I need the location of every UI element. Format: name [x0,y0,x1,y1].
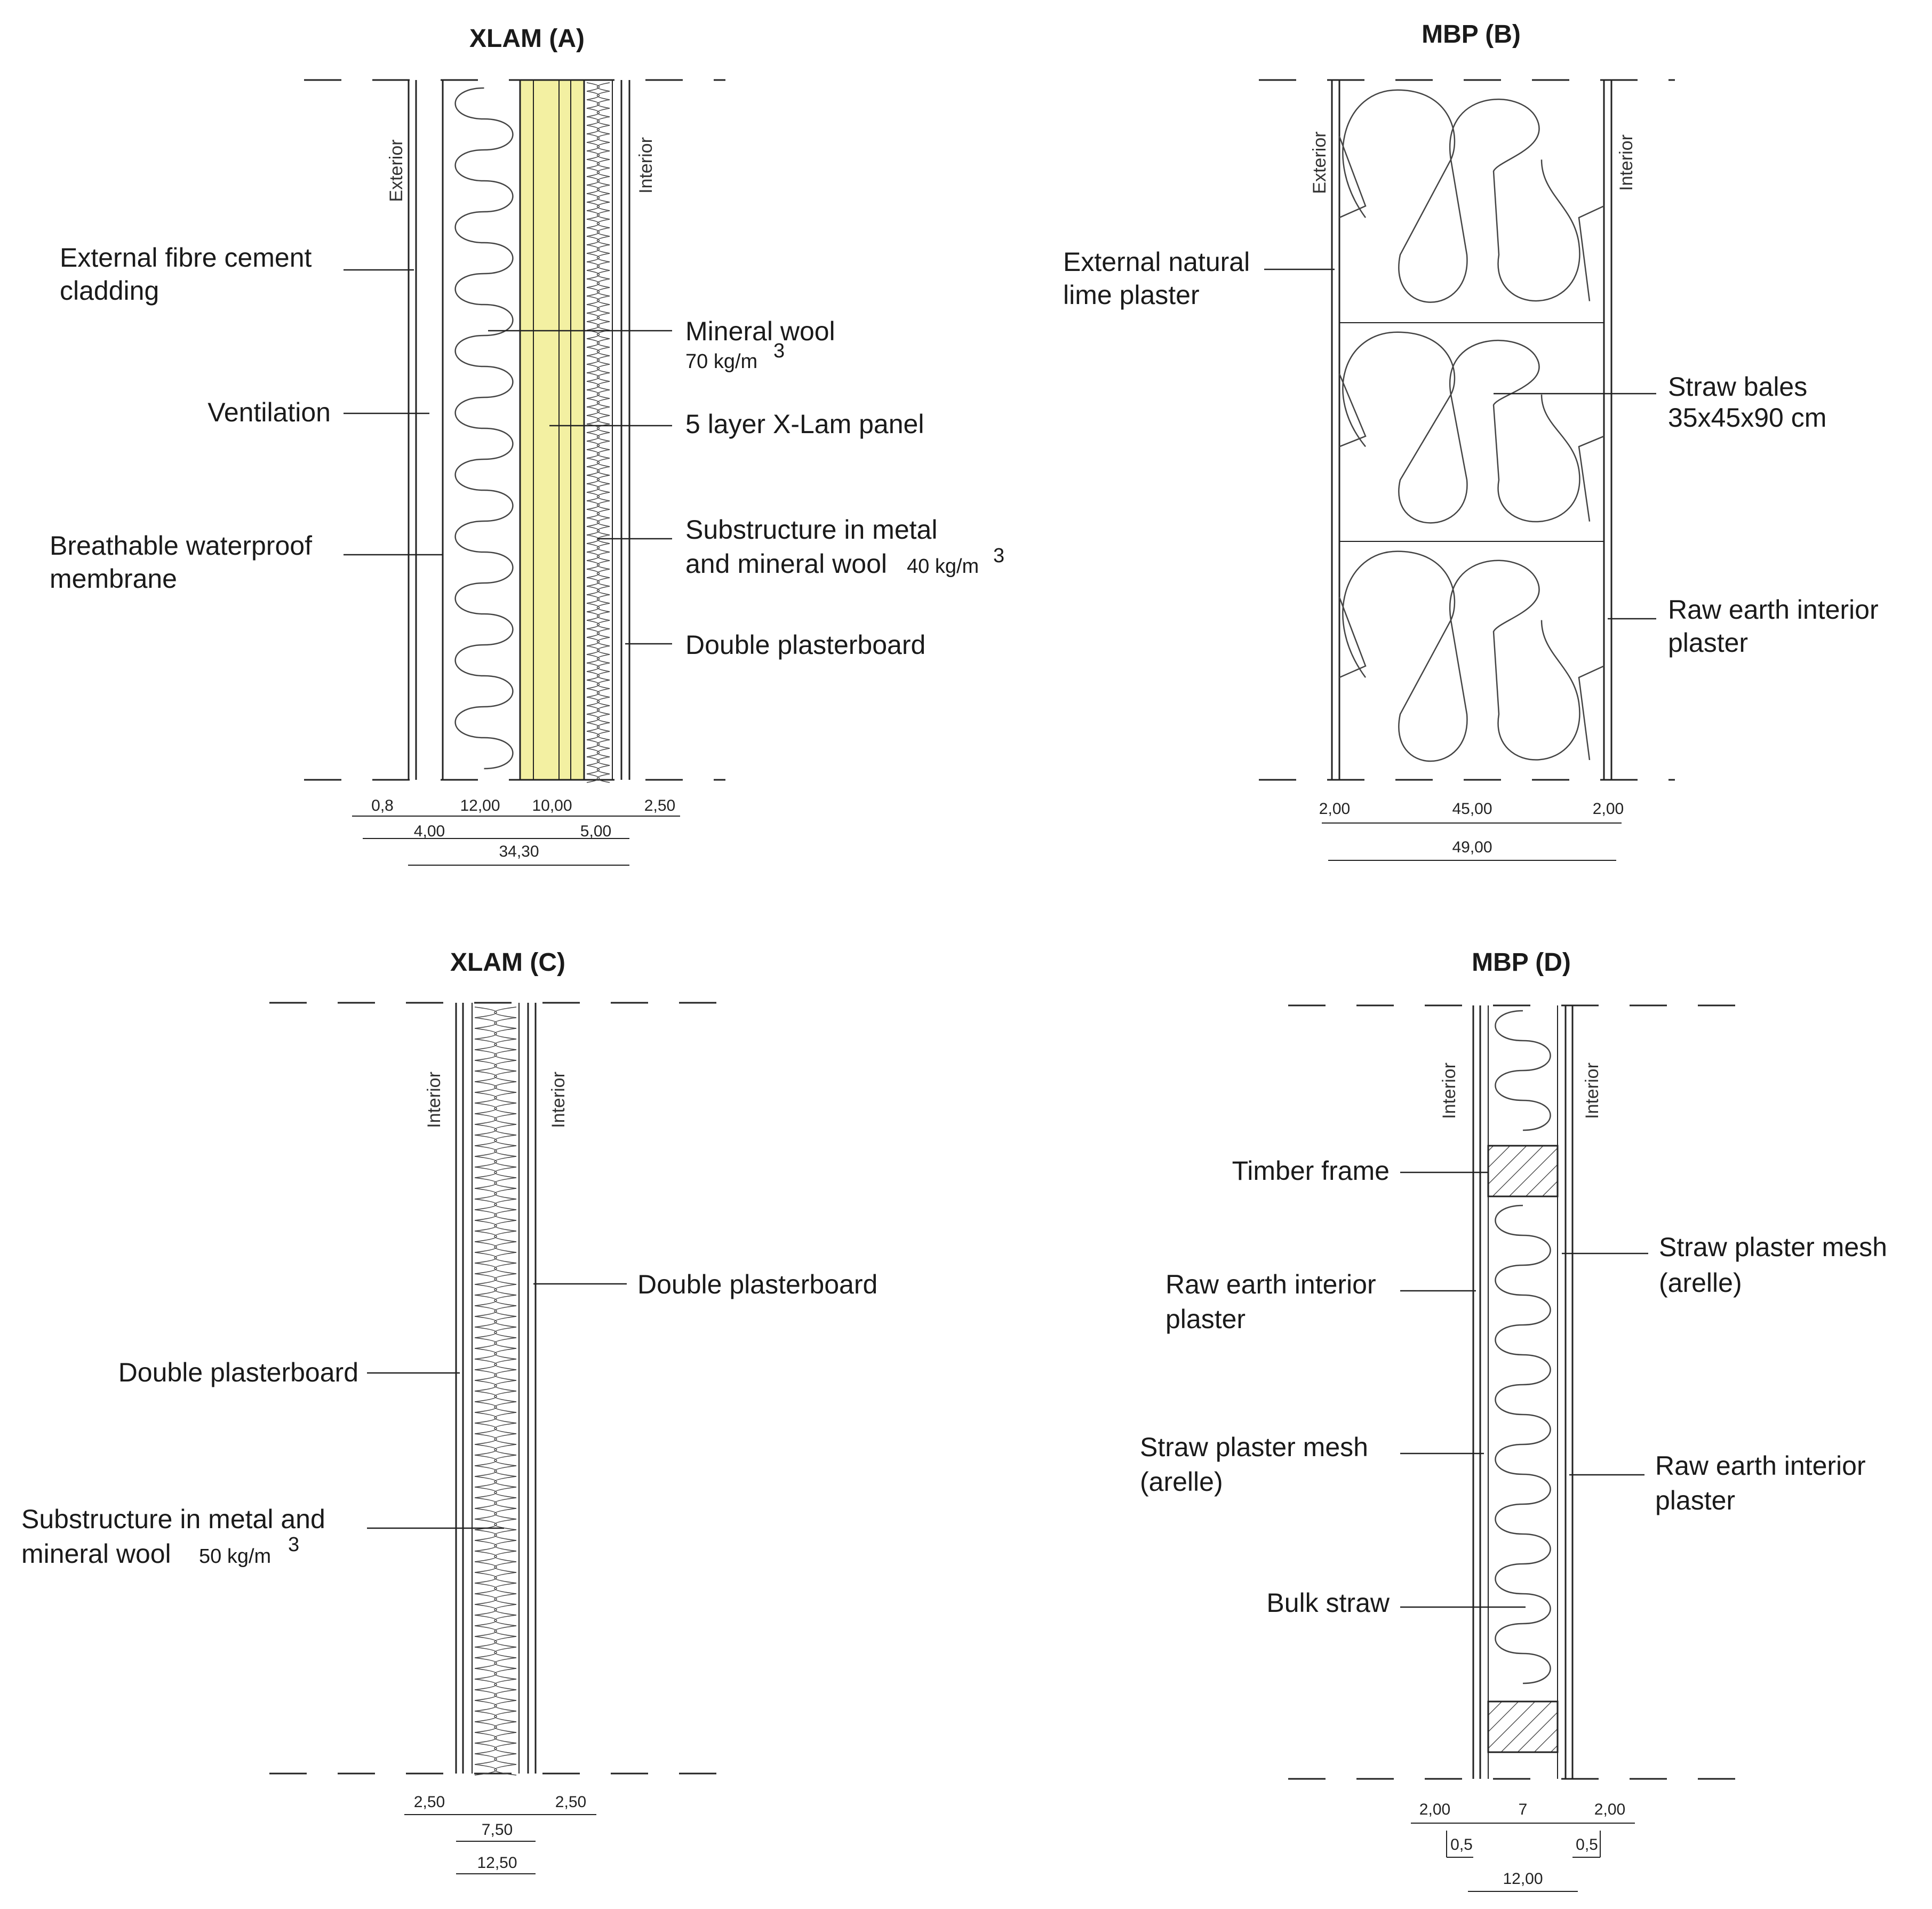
svg-text:5,00: 5,00 [580,822,611,840]
panel-c-dimensions: 2,50 2,50 7,50 12,50 [404,1793,596,1874]
svg-text:2,00: 2,00 [1593,800,1624,818]
panel-c-interior-left-label: Interior [424,1072,444,1128]
label-cladding: External fibre cement [60,243,312,273]
panel-b-interior-label: Interior [1616,134,1636,191]
label-substructure-a: Substructure in metal [685,515,937,545]
svg-text:4,00: 4,00 [414,822,445,840]
svg-text:12,00: 12,00 [1503,1870,1543,1888]
svg-text:(arelle): (arelle) [1659,1268,1742,1298]
label-plasterboard-c-left: Double plasterboard [118,1357,358,1387]
svg-text:45,00: 45,00 [1452,800,1492,818]
label-straw-bales: Straw bales [1668,372,1807,402]
svg-text:3: 3 [288,1533,299,1556]
label-raw-earth-b: Raw earth interior [1668,595,1879,625]
svg-text:3: 3 [773,340,785,362]
panel-c-interior-right-label: Interior [548,1072,569,1128]
svg-text:2,50: 2,50 [644,797,675,814]
panel-d-interior-left-label: Interior [1439,1063,1459,1119]
svg-text:2,00: 2,00 [1594,1801,1625,1818]
panel-b-dimensions: 2,00 45,00 2,00 49,00 [1319,800,1624,861]
label-mineral-wool: Mineral wool [685,316,835,346]
svg-text:7,50: 7,50 [482,1821,513,1839]
panel-mbp-d: MBP (D) Interior Interior Timber frame R… [1140,948,1887,1892]
panel-mbp-b: MBP (B) Exterior Interior External natur… [1063,20,1879,861]
panel-a-exterior-label: Exterior [386,139,406,202]
label-plasterboard-a: Double plasterboard [685,630,925,660]
label-lime-plaster: External natural [1063,247,1250,277]
mineral-wool-a [454,87,514,770]
straw-bales-b [1338,89,1604,762]
substructure-wool-c [474,1007,517,1776]
svg-text:7: 7 [1519,1801,1528,1818]
panel-d-dimensions: 2,00 7 2,00 0,5 0,5 12,00 [1411,1801,1635,1892]
svg-text:cladding: cladding [60,276,159,306]
label-timber-frame: Timber frame [1232,1156,1390,1186]
label-straw-mesh-d-right: Straw plaster mesh [1659,1232,1887,1262]
panel-xlam-c: XLAM (C) Interior Interior Double plaste… [21,948,877,1874]
svg-text:2,00: 2,00 [1419,1801,1450,1818]
svg-text:40 kg/m: 40 kg/m [907,555,979,578]
label-raw-earth-d-left: Raw earth interior [1165,1269,1376,1299]
svg-text:50 kg/m: 50 kg/m [199,1545,271,1568]
svg-text:plaster: plaster [1655,1485,1735,1515]
svg-text:34,30: 34,30 [499,843,539,860]
panel-a-dimensions: 0,8 12,00 10,00 2,50 4,00 5,00 34,30 [352,797,680,866]
svg-text:mineral wool: mineral wool [21,1539,171,1569]
panel-b-exterior-label: Exterior [1310,131,1330,194]
label-xlam-panel: 5 layer X-Lam panel [685,409,924,439]
svg-text:35x45x90 cm: 35x45x90 cm [1668,403,1826,433]
label-bulk-straw: Bulk straw [1266,1588,1390,1618]
label-membrane: Breathable waterproof [50,531,312,561]
svg-text:0,5: 0,5 [1576,1836,1598,1854]
svg-text:49,00: 49,00 [1452,838,1492,856]
xlam-panel-fill [519,79,585,781]
panel-d-title: MBP (D) [1472,948,1571,977]
svg-text:plaster: plaster [1668,628,1748,658]
svg-text:2,50: 2,50 [414,1793,445,1811]
label-substructure-c: Substructure in metal and [21,1504,325,1534]
timber-frame-top [1487,1145,1559,1197]
panel-xlam-a: XLAM (A) Exterior Interior External fibr… [50,25,1004,866]
label-ventilation: Ventilation [207,397,331,427]
panel-b-title: MBP (B) [1422,20,1521,49]
label-straw-mesh-d-left: Straw plaster mesh [1140,1432,1368,1462]
panel-a-interior-label: Interior [636,137,656,194]
svg-text:lime plaster: lime plaster [1063,280,1200,310]
svg-text:3: 3 [993,545,1004,567]
svg-text:12,00: 12,00 [460,797,500,814]
svg-text:plaster: plaster [1165,1304,1246,1334]
svg-text:10,00: 10,00 [532,797,572,814]
svg-text:(arelle): (arelle) [1140,1467,1223,1497]
label-plasterboard-c-right: Double plasterboard [637,1269,877,1299]
svg-text:2,00: 2,00 [1319,800,1350,818]
panel-c-title: XLAM (C) [450,948,565,977]
panel-d-interior-right-label: Interior [1582,1063,1602,1119]
substructure-wool-a [586,82,610,783]
svg-text:and mineral wool: and mineral wool [685,549,887,579]
svg-text:0,5: 0,5 [1450,1836,1473,1854]
svg-text:membrane: membrane [50,564,177,594]
timber-frame-bottom [1487,1700,1559,1753]
svg-text:70 kg/m: 70 kg/m [685,350,757,373]
svg-text:2,50: 2,50 [555,1793,586,1811]
svg-text:12,50: 12,50 [477,1854,517,1872]
bulk-straw-d [1495,1010,1551,1684]
panel-a-title: XLAM (A) [469,25,585,53]
svg-text:0,8: 0,8 [371,797,394,814]
label-raw-earth-d-right: Raw earth interior [1655,1451,1866,1481]
